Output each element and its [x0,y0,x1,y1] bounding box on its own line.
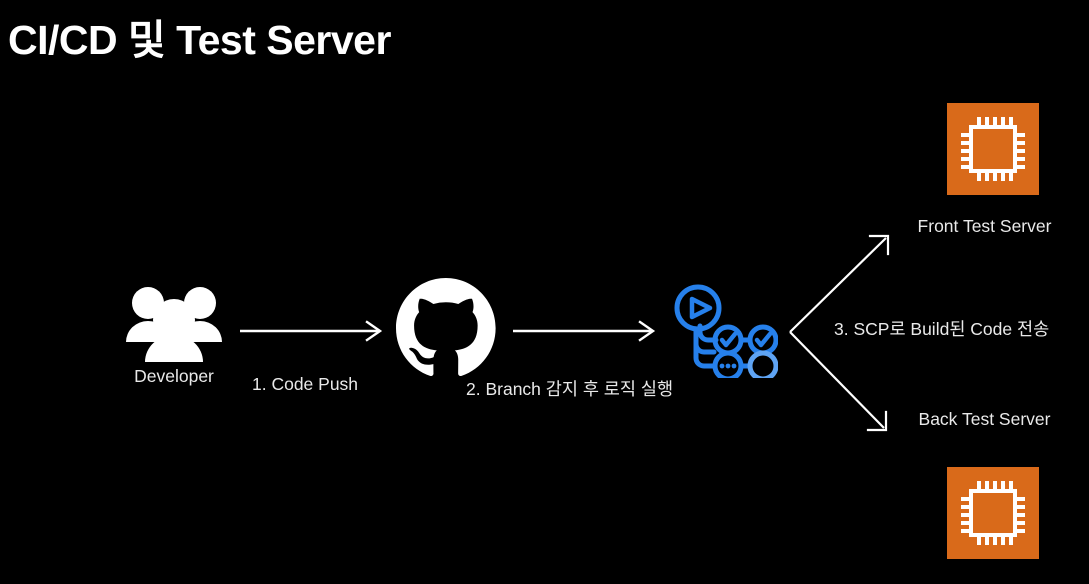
cpu-chip-icon [961,117,1025,181]
server-back-test-icon [947,467,1039,559]
node-github [380,278,514,402]
arrow-up-right-icon [789,234,890,333]
arrow-right-icon [240,320,383,342]
node-pipeline [662,278,782,382]
github-octocat-icon [396,278,496,376]
edge-label-branch-detect: 2. Branch 감지 후 로직 실행 [466,379,674,399]
node-label-back-test-server: Back Test Server [918,409,1051,429]
people-group-icon [122,282,226,362]
arrow-fork-to-servers [782,228,900,440]
ci-cd-pipeline-icon [670,282,779,382]
cpu-chip-icon [961,481,1025,545]
server-front-test-icon [947,103,1039,195]
edge-label-code-push: 1. Code Push [252,374,359,394]
arrow-github-to-pipeline [511,318,661,344]
arrow-right-icon [513,320,656,342]
arrow-developer-to-github [238,318,388,344]
page-title: CI/CD 및 Test Server [8,17,391,63]
node-label-developer: Developer [134,366,214,386]
node-label-front-test-server: Front Test Server [917,216,1052,236]
edge-label-scp-transfer: 3. SCP로 Build된 Code 전송 [834,319,1050,339]
arrow-down-right-icon [789,331,888,432]
node-developer: Developer [108,282,240,402]
